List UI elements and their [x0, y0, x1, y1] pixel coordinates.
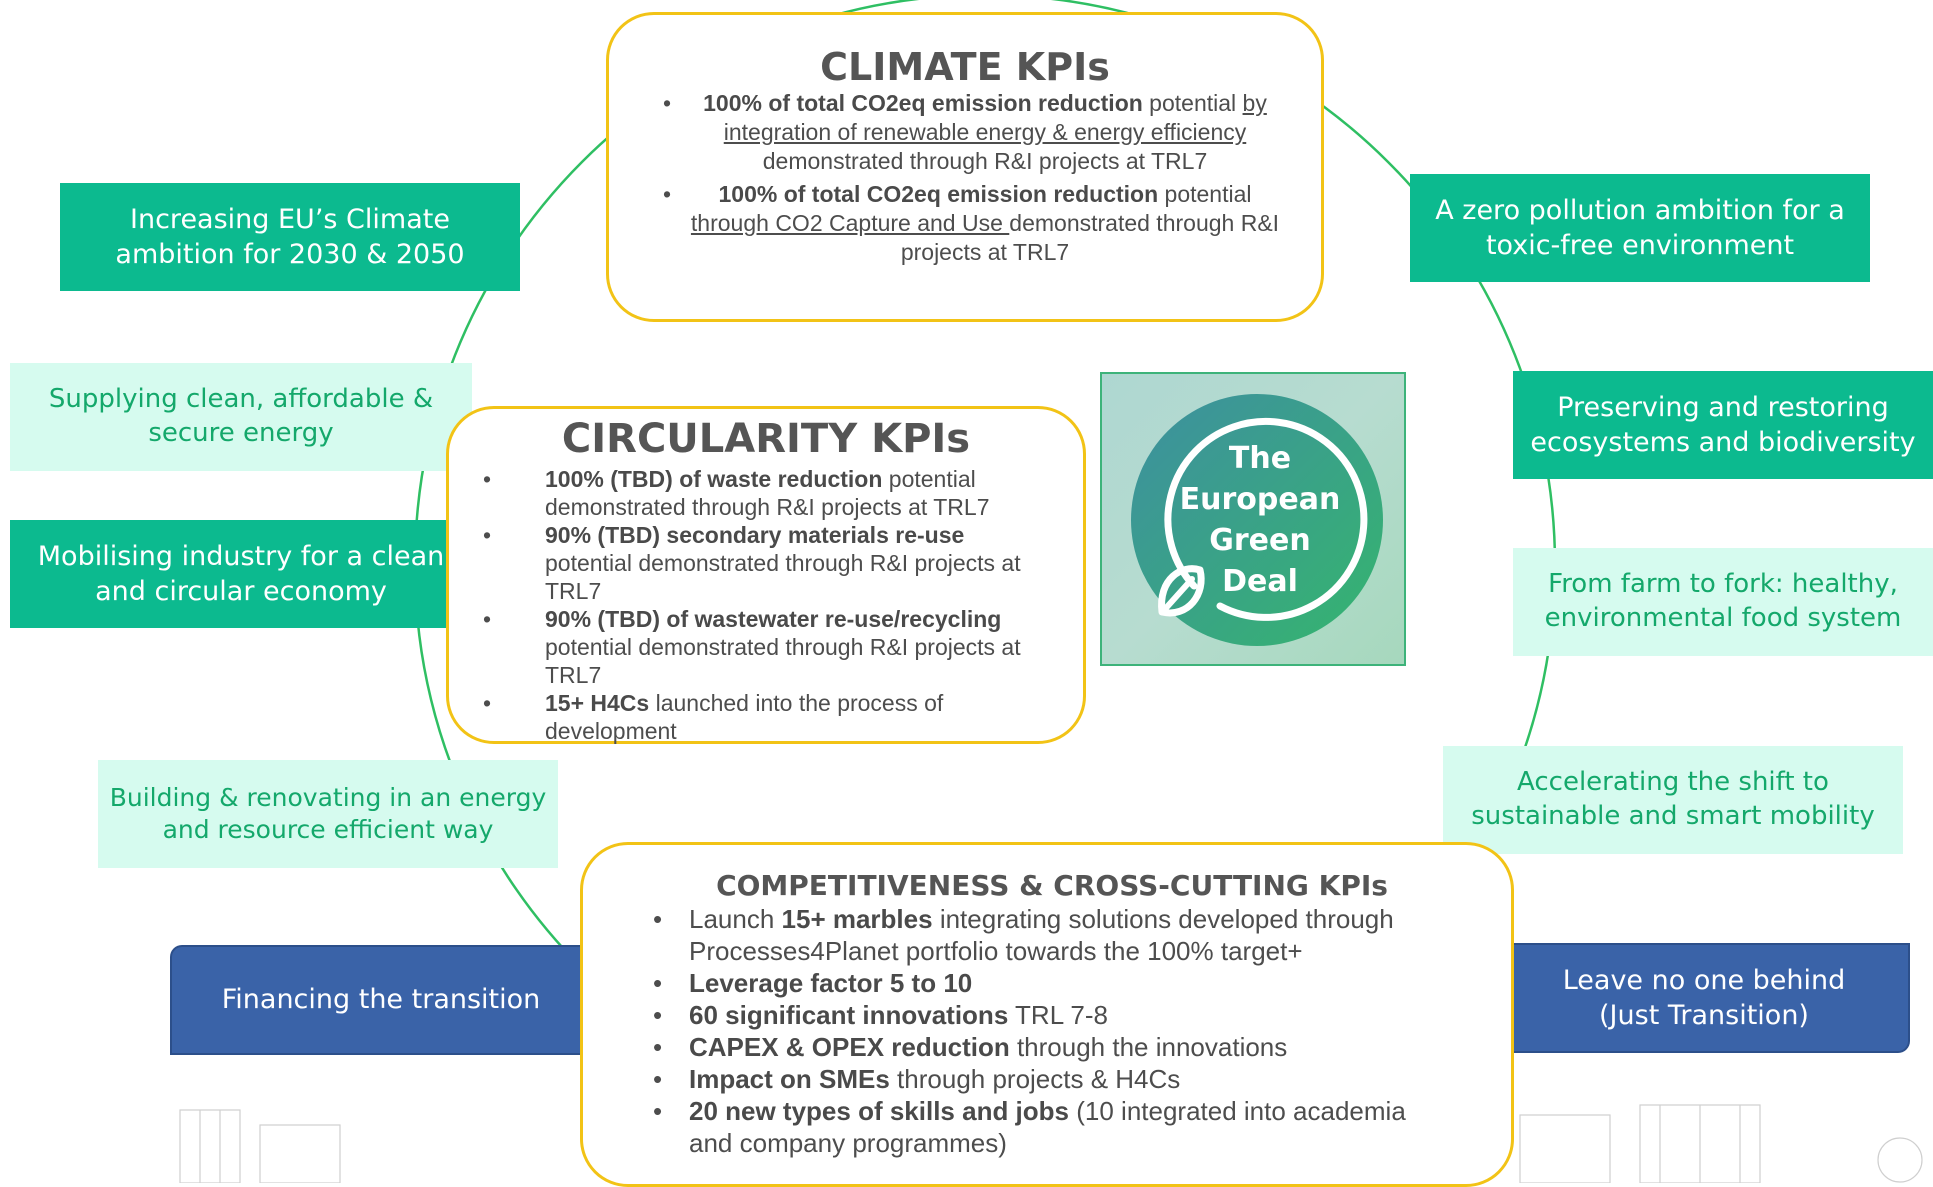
pillar-industry-line2: and circular economy — [95, 576, 387, 607]
pillar-financing-line1: Financing the transition — [221, 984, 541, 1016]
pillar-building-line1: Building & renovating in an energy — [109, 782, 547, 812]
logo-text: The European Green Deal — [1162, 438, 1358, 602]
circularity-kpi-item: 90% (TBD) of wastewater re-use/recycling… — [483, 605, 1043, 689]
pillar-farm-to-fork-line1: From farm to fork: healthy, — [1548, 569, 1898, 600]
competitiveness-kpi-bold: CAPEX & OPEX reduction — [689, 1032, 1010, 1062]
circularity-kpi-item: 90% (TBD) secondary materials re-use pot… — [483, 521, 1043, 605]
competitiveness-kpis-list: Launch 15+ marbles integrating solutions… — [653, 903, 1451, 1159]
competitiveness-kpi-text: through the innovations — [1009, 1032, 1288, 1062]
pillar-mobility-line2: sustainable and smart mobility — [1471, 801, 1875, 831]
pillar-zero-pollution: A zero pollution ambition for a toxic-fre… — [1410, 174, 1870, 282]
climate-kpi-text: demonstrated through R&I projects at TRL… — [900, 210, 1280, 265]
competitiveness-kpis-title: COMPETITIVENESS & CROSS-CUTTING KPIs — [716, 869, 1388, 902]
circularity-kpi-text: potential demonstrated through R&I proje… — [545, 550, 1021, 604]
competitiveness-kpi-item: Launch 15+ marbles integrating solutions… — [653, 903, 1451, 967]
competitiveness-kpi-item: Leverage factor 5 to 10 — [653, 967, 1451, 999]
circularity-kpi-item: 100% (TBD) of waste reduction potential … — [483, 465, 1043, 521]
circularity-kpis-box: CIRCULARITY KPIs 100% (TBD) of waste red… — [446, 406, 1086, 744]
competitiveness-kpi-item: 20 new types of skills and jobs (10 inte… — [653, 1095, 1451, 1159]
pillar-industry-line1: Mobilising industry for a clean — [37, 540, 445, 572]
climate-kpi-item: 100% of total CO2eq emission reduction p… — [649, 180, 1281, 267]
pillar-climate-ambition: Increasing EU’s Climate ambition for 2030… — [60, 183, 520, 291]
competitiveness-kpi-bold: 15+ marbles — [781, 904, 933, 934]
european-green-deal-logo: The European Green Deal — [1100, 372, 1406, 666]
pillar-ecosystems: Preserving and restoring ecosystems and b… — [1513, 371, 1933, 479]
climate-kpi-text: potential — [1142, 90, 1243, 116]
logo-line-2: European — [1179, 482, 1341, 517]
competitiveness-kpi-bold: Impact on SMEs — [689, 1064, 890, 1094]
pillar-just-transition-line1: Leave no one behind — [1562, 964, 1846, 996]
competitiveness-kpis-box: COMPETITIVENESS & CROSS-CUTTING KPIs Lau… — [580, 842, 1514, 1187]
competitiveness-kpi-bold: Leverage factor 5 to 10 — [689, 968, 973, 998]
competitiveness-kpi-item: 60 significant innovations TRL 7-8 — [653, 999, 1451, 1031]
pillar-clean-energy-line2: secure energy — [148, 418, 334, 448]
pillar-just-transition: Leave no one behind (Just Transition) — [1500, 943, 1910, 1053]
competitiveness-kpi-item: CAPEX & OPEX reduction through the innov… — [653, 1031, 1451, 1063]
pillar-ecosystems-line1: Preserving and restoring — [1557, 391, 1889, 423]
pillar-industry: Mobilising industry for a clean and circu… — [10, 520, 472, 628]
circularity-kpi-text: launched into the process of development — [545, 690, 944, 744]
pillar-zero-pollution-line2: toxic-free environment — [1485, 230, 1795, 261]
climate-kpis-title: CLIMATE KPIs — [820, 45, 1110, 89]
competitiveness-kpi-prefix: Launch — [689, 904, 782, 934]
pillar-farm-to-fork: From farm to fork: healthy,environmental… — [1513, 548, 1933, 656]
pillar-just-transition-line2: (Just Transition) — [1599, 1000, 1809, 1031]
pillar-ecosystems-line2: ecosystems and biodiversity — [1530, 427, 1916, 458]
competitiveness-kpi-text: (10 integrated into academia and company… — [689, 1096, 1406, 1158]
competitiveness-kpi-text: through projects & H4Cs — [889, 1064, 1181, 1094]
circularity-kpi-item: 15+ H4Cs launched into the process of de… — [483, 689, 1043, 745]
climate-kpis-box: CLIMATE KPIs 100% of total CO2eq emissio… — [606, 12, 1324, 322]
pillar-building: Building & renovating in an energy and re… — [98, 760, 558, 868]
circularity-kpi-bold: 100% (TBD) of waste reduction — [545, 466, 883, 492]
climate-kpis-list: 100% of total CO2eq emission reduction p… — [649, 89, 1281, 267]
background-sketch — [179, 1104, 1923, 1183]
logo-line-1: The — [1228, 441, 1292, 476]
competitiveness-kpi-item: Impact on SMEs through projects & H4Cs — [653, 1063, 1451, 1095]
climate-kpi-text: potential — [1158, 181, 1252, 207]
circularity-kpi-bold: 90% (TBD) secondary materials re-use — [545, 522, 965, 548]
pillar-clean-energy: Supplying clean, affordable &secure ener… — [10, 363, 472, 471]
circularity-kpi-text: potential demonstrated through R&I proje… — [545, 466, 990, 520]
climate-kpi-underline: by integration of renewable energy & ene… — [723, 90, 1267, 145]
climate-kpi-underline: through CO2 Capture and Use — [690, 210, 1010, 236]
climate-kpi-item: 100% of total CO2eq emission reduction p… — [649, 89, 1281, 176]
climate-kpi-text: demonstrated through R&I projects at TRL… — [762, 148, 1208, 174]
pillar-clean-energy-line1: Supplying clean, affordable & — [48, 384, 434, 415]
pillar-farm-to-fork-line2: environmental food system — [1544, 603, 1902, 633]
circularity-kpi-bold: 90% (TBD) of wastewater re-use/recycling — [545, 606, 1002, 632]
logo-graphic — [1131, 394, 1383, 646]
circularity-kpi-text: potential demonstrated through R&I proje… — [545, 634, 1021, 688]
pillar-climate-ambition-line1: Increasing EU’s Climate — [130, 203, 450, 235]
circularity-kpi-bold: 15+ H4Cs — [545, 690, 650, 716]
pillar-building-line2: and resource efficient way — [162, 815, 494, 844]
climate-kpi-bold: 100% of total CO2eq emission reduction — [718, 181, 1159, 207]
competitiveness-kpi-bold: 60 significant innovations — [689, 1000, 1009, 1030]
logo-line-4: Deal — [1222, 564, 1298, 599]
pillar-mobility-line1: Accelerating the shift to — [1517, 767, 1829, 798]
logo-line-3: Green — [1209, 523, 1311, 558]
pillar-climate-ambition-line2: ambition for 2030 & 2050 — [115, 239, 465, 270]
circularity-kpis-title: CIRCULARITY KPIs — [561, 416, 971, 462]
pillar-zero-pollution-line1: A zero pollution ambition for a — [1435, 194, 1845, 226]
competitiveness-kpi-bold: 20 new types of skills and jobs — [689, 1096, 1070, 1126]
circularity-kpis-list: 100% (TBD) of waste reduction potential … — [483, 465, 1043, 745]
pillar-financing: Financing the transition — [170, 945, 590, 1055]
competitiveness-kpi-text: integrating solutions developed through … — [689, 904, 1394, 966]
competitiveness-kpi-text: TRL 7-8 — [1008, 1000, 1108, 1030]
climate-kpi-bold: 100% of total CO2eq emission reduction — [703, 90, 1143, 116]
